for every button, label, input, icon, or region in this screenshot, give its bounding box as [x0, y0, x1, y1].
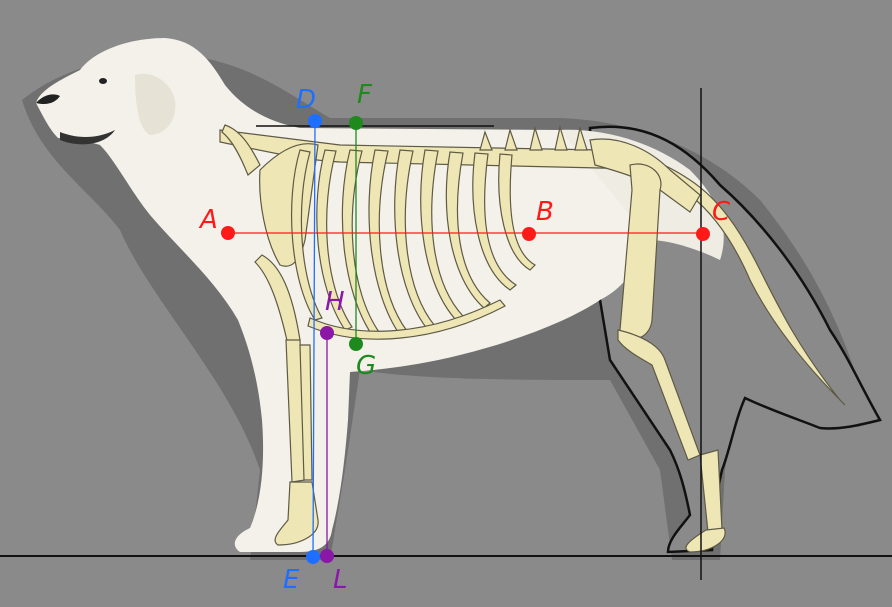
ear-icon: [135, 73, 176, 135]
label-e: E: [283, 565, 300, 595]
point-e: [306, 550, 320, 564]
label-g: G: [356, 351, 376, 381]
point-a: [221, 226, 235, 240]
point-b: [522, 227, 536, 241]
eye-icon: [99, 78, 107, 84]
point-g: [349, 337, 363, 351]
label-d: D: [296, 85, 316, 115]
point-f: [349, 116, 363, 130]
label-l: L: [333, 565, 348, 595]
point-d: [308, 114, 322, 128]
skeleton-overlay-icon: [219, 124, 846, 553]
label-h: H: [325, 287, 345, 317]
label-f: F: [357, 80, 373, 110]
label-a: A: [198, 205, 218, 235]
point-c: [696, 227, 710, 241]
mouth-icon: [60, 130, 115, 145]
point-h: [320, 326, 334, 340]
label-c: C: [712, 197, 731, 227]
label-b: B: [536, 197, 554, 227]
point-l: [320, 549, 334, 563]
segment-d-e: [312, 120, 316, 558]
